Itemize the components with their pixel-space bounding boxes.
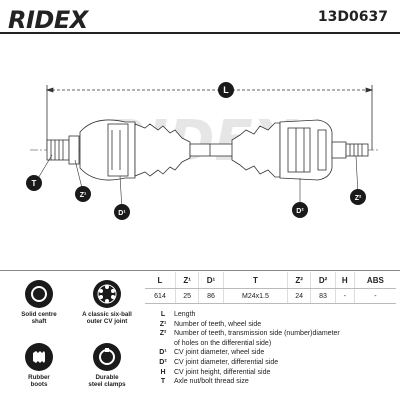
legend-key: L (160, 311, 166, 318)
spec-value: 83 (310, 288, 336, 304)
spec-header: D² (310, 272, 336, 289)
legend-row: H CV joint height, differential side (152, 368, 397, 378)
spec-header: H (335, 272, 355, 289)
transmission-spline (331, 141, 369, 159)
spec-header: Z² (287, 272, 312, 289)
feature-label-line1: Rubber (28, 374, 50, 381)
svg-text:D²: D² (296, 208, 304, 215)
wheel-stub (46, 135, 80, 165)
svg-text:Z¹: Z¹ (80, 192, 87, 199)
callout-t: T (26, 175, 42, 191)
outer-cv-joint (79, 119, 136, 181)
spec-table: L Z¹ D¹ T Z² D² H ABS 614 25 86 M24x1.5 … (145, 272, 396, 304)
clamp-icon (93, 343, 121, 371)
header-divider (0, 32, 400, 34)
svg-text:D¹: D¹ (118, 210, 126, 217)
spec-legend: L Length Z¹ Number of teeth, wheel side Z²… (152, 310, 397, 387)
legend-key: H (160, 368, 166, 376)
spec-value-row: 614 25 86 M24x1.5 24 83 - - (145, 288, 396, 304)
callout-z1: Z¹ (75, 186, 91, 202)
spec-value: 24 (287, 288, 312, 304)
spec-header: ABS (354, 272, 396, 289)
feature-cv-joint: A classic six-ball outer CV joint (72, 280, 142, 326)
part-number: 13D0637 (317, 9, 388, 25)
legend-row: of holes on the differential side) (152, 339, 397, 349)
spec-value: - (354, 288, 396, 304)
feature-label-line1: A classic six-ball (82, 311, 132, 318)
legend-key: D² (159, 358, 167, 366)
legend-text: CV joint diameter, wheel side (174, 349, 265, 357)
feature-label-line2: boots (30, 381, 48, 389)
boot-icon (25, 343, 53, 371)
spec-header: D¹ (198, 272, 224, 289)
spec-header: L (145, 272, 176, 289)
legend-text: of holes on the differential side) (174, 339, 272, 347)
legend-text: CV joint diameter, differential side (174, 358, 279, 366)
feature-label-line1: Durable (95, 374, 119, 381)
legend-text: Length (174, 311, 196, 318)
spec-value: - (335, 288, 355, 304)
solid-circle-icon (25, 280, 53, 308)
legend-text: Number of teeth, wheel side (174, 320, 262, 328)
spec-value: 614 (145, 288, 176, 304)
legend-text: CV joint height, differential side (174, 368, 271, 376)
legend-row: Z² Number of teeth, transmission side (nu… (152, 329, 397, 339)
legend-row: L Length (152, 310, 397, 320)
legend-row: D² CV joint diameter, differential side (152, 358, 397, 368)
feature-rubber-boots: Rubber boots (4, 343, 74, 389)
legend-key (152, 339, 174, 349)
legend-row: T Axle nut/bolt thread size (152, 377, 397, 387)
inner-cv-joint (279, 119, 333, 181)
length-callout-label: L (223, 85, 229, 95)
spec-header: T (223, 272, 289, 289)
legend-text: Axle nut/bolt thread size (174, 378, 249, 386)
legend-text: Number of teeth, transmission side (numb… (174, 330, 340, 338)
feature-steel-clamps: Durable steel clamps (72, 343, 142, 389)
legend-row: D¹ CV joint diameter, wheel side (152, 348, 397, 358)
spec-value: M24x1.5 (223, 288, 289, 304)
callout-d2: D² (292, 202, 308, 218)
legend-key: Z¹ (159, 320, 167, 328)
brand-logo: RIDEX (8, 6, 88, 34)
feature-label-line2: steel clamps (88, 381, 126, 389)
outer-boot (134, 123, 191, 177)
legend-key: D¹ (159, 349, 167, 357)
spec-header: Z¹ (175, 272, 200, 289)
legend-row: Z¹ Number of teeth, wheel side (152, 320, 397, 330)
spec-value: 86 (198, 288, 224, 304)
callout-d1: D¹ (114, 204, 130, 220)
svg-text:T: T (32, 179, 37, 188)
section-divider (0, 270, 400, 271)
six-ball-joint-icon (93, 280, 121, 308)
feature-label-line1: Solid centre (21, 311, 57, 318)
callout-z2: Z² (350, 189, 366, 205)
feature-label-line2: outer CV joint (86, 318, 128, 326)
spec-header-row: L Z¹ D¹ T Z² D² H ABS (145, 272, 396, 289)
drive-shaft-diagram: RIDEX L (26, 82, 380, 220)
spec-value: 25 (175, 288, 200, 304)
legend-key: T (160, 378, 166, 386)
length-callout (218, 82, 234, 98)
feature-solid-shaft: Solid centre shaft (4, 280, 74, 326)
length-dimension (45, 85, 374, 150)
svg-text:Z²: Z² (355, 195, 362, 202)
feature-label-line2: shaft (31, 318, 47, 326)
legend-key: Z² (159, 330, 167, 338)
